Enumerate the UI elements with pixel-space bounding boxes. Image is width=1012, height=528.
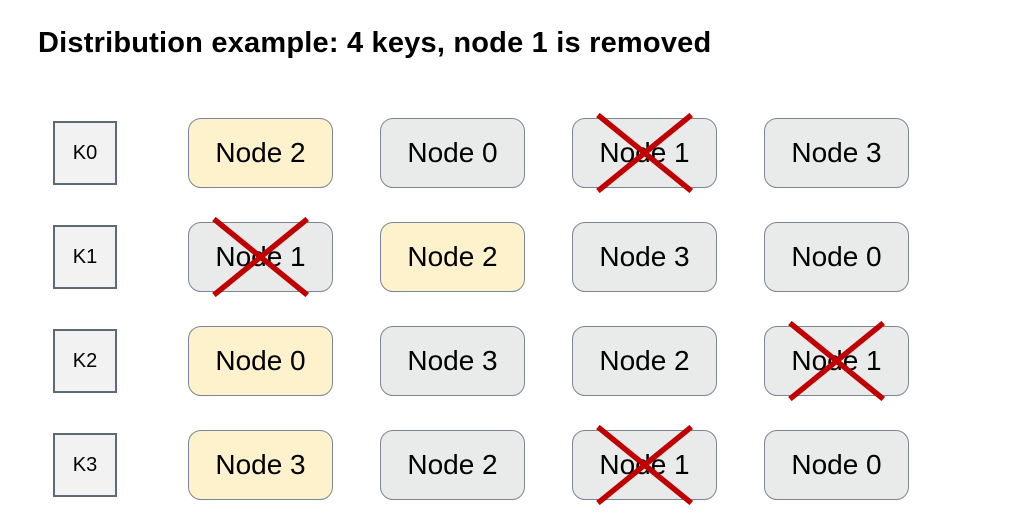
node-box: Node 3 <box>572 222 717 292</box>
node-box: Node 2 <box>572 326 717 396</box>
node-label: Node 0 <box>791 449 882 480</box>
node-box: Node 0 <box>380 118 525 188</box>
key-label: K2 <box>72 349 98 372</box>
node-label: Node 2 <box>407 241 498 272</box>
node-label: Node 3 <box>599 241 690 272</box>
node-box: Node 2 <box>188 118 333 188</box>
node-label: Node 1 <box>599 449 690 480</box>
key-row: K3 Node 3 Node 2 Node 1 Node 0 <box>53 430 909 500</box>
node-label: Node 2 <box>407 449 498 480</box>
key-row: K2 Node 0 Node 3 Node 2 Node 1 <box>53 326 909 396</box>
node-box: Node 0 <box>188 326 333 396</box>
node-label: Node 0 <box>407 137 498 168</box>
node-label: Node 3 <box>215 449 306 480</box>
node-label: Node 0 <box>215 345 306 376</box>
key-box: K0 <box>53 121 117 185</box>
key-row: K0 Node 2 Node 0 Node 1 Node 3 <box>53 118 909 188</box>
node-box: Node 3 <box>380 326 525 396</box>
node-box-removed: Node 1 <box>572 118 717 188</box>
node-box: Node 0 <box>764 222 909 292</box>
node-row-nodes: Node 2 Node 0 Node 1 Node 3 <box>188 118 909 188</box>
node-label: Node 3 <box>407 345 498 376</box>
page-title: Distribution example: 4 keys, node 1 is … <box>38 27 712 59</box>
node-box: Node 0 <box>764 430 909 500</box>
key-label: K1 <box>72 245 98 268</box>
node-label: Node 3 <box>791 137 882 168</box>
node-box: Node 3 <box>764 118 909 188</box>
node-row-nodes: Node 0 Node 3 Node 2 Node 1 <box>188 326 909 396</box>
node-box-removed: Node 1 <box>188 222 333 292</box>
node-label: Node 1 <box>791 345 882 376</box>
node-label: Node 1 <box>215 241 306 272</box>
key-box: K1 <box>53 225 117 289</box>
node-label: Node 1 <box>599 137 690 168</box>
node-label: Node 2 <box>215 137 306 168</box>
node-row-nodes: Node 3 Node 2 Node 1 Node 0 <box>188 430 909 500</box>
node-label: Node 0 <box>791 241 882 272</box>
key-label: K3 <box>72 453 98 476</box>
key-box: K2 <box>53 329 117 393</box>
key-row: K1 Node 1 Node 2 Node 3 Node 0 <box>53 222 909 292</box>
node-box-removed: Node 1 <box>764 326 909 396</box>
node-box: Node 2 <box>380 222 525 292</box>
key-box: K3 <box>53 433 117 497</box>
key-label: K0 <box>72 141 98 164</box>
node-row-nodes: Node 1 Node 2 Node 3 Node 0 <box>188 222 909 292</box>
node-box-removed: Node 1 <box>572 430 717 500</box>
node-box: Node 3 <box>188 430 333 500</box>
node-label: Node 2 <box>599 345 690 376</box>
node-box: Node 2 <box>380 430 525 500</box>
